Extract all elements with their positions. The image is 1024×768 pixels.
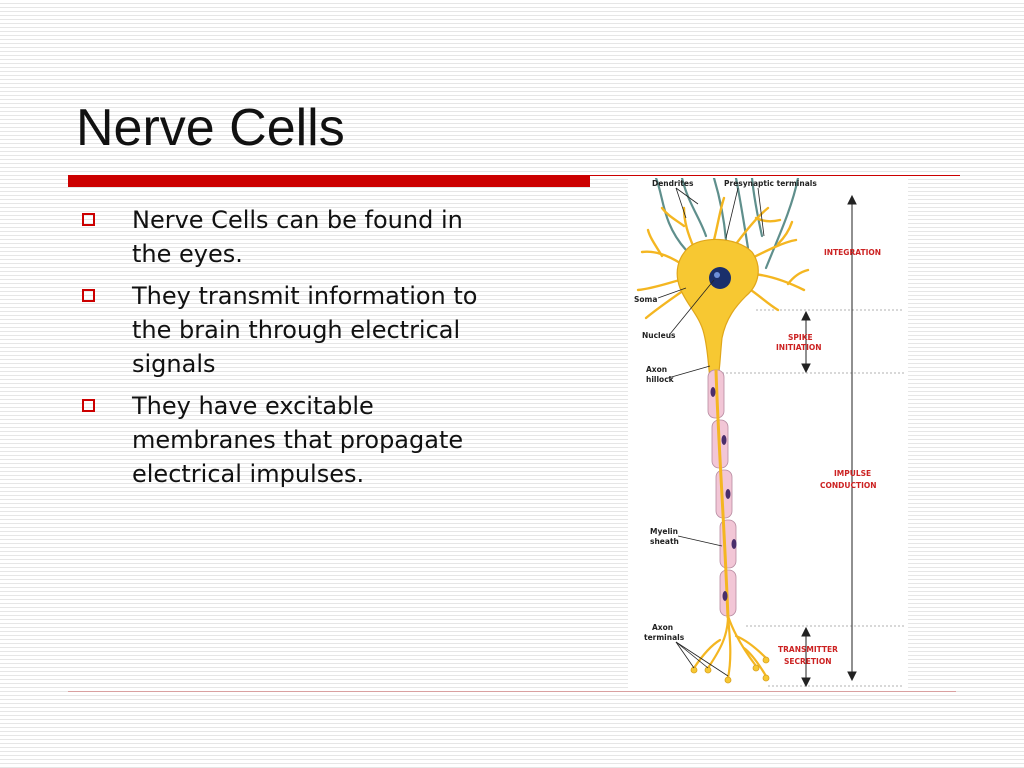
leader-lines xyxy=(657,187,765,677)
region-dividers xyxy=(718,309,904,687)
label-axon-terminals-1: Axon xyxy=(652,623,673,632)
neuron-figure: Dendrites Presynaptic terminals Soma Nuc… xyxy=(628,178,908,690)
terminal-boutons xyxy=(690,656,770,684)
label-dendrites: Dendrites xyxy=(652,179,694,188)
region-transmitter-1: TRANSMITTER xyxy=(778,645,838,654)
region-transmitter-2: SECRETION xyxy=(784,657,832,666)
footer-rule xyxy=(68,691,956,692)
schwann-nuclei xyxy=(710,387,737,601)
slide-title: Nerve Cells xyxy=(76,99,345,157)
bullet-list: Nerve Cells can be found in the eyes. Th… xyxy=(80,203,500,499)
bullet-text: They have excitable membranes that propa… xyxy=(132,392,464,488)
bullet-item: Nerve Cells can be found in the eyes. xyxy=(80,203,500,271)
region-impulse-1: IMPULSE xyxy=(834,469,871,478)
region-impulse-2: CONDUCTION xyxy=(820,481,877,490)
axon-core xyxy=(714,369,730,619)
nucleus-icon xyxy=(709,267,731,289)
square-bullet-icon xyxy=(82,399,95,412)
label-axon-terminals-2: terminals xyxy=(644,633,685,642)
neuron-diagram: Dendrites Presynaptic terminals Soma Nuc… xyxy=(634,178,904,688)
label-axon-hillock-1: Axon xyxy=(646,365,667,374)
label-presynaptic-terminals: Presynaptic terminals xyxy=(724,179,817,188)
square-bullet-icon xyxy=(82,289,95,302)
label-myelin-2: sheath xyxy=(650,537,679,546)
nucleolus-highlight xyxy=(714,272,720,278)
region-spike-2: INITIATION xyxy=(776,343,822,352)
region-spike-1: SPIKE xyxy=(788,333,813,342)
label-myelin-1: Myelin xyxy=(650,527,678,536)
label-axon-hillock-2: hillock xyxy=(646,375,675,384)
axon-terminals xyxy=(692,614,768,680)
title-underline-bar xyxy=(68,175,590,187)
bullet-text: They transmit information to the brain t… xyxy=(132,282,478,378)
label-nucleus: Nucleus xyxy=(642,331,676,340)
bullet-item: They have excitable membranes that propa… xyxy=(80,389,500,491)
square-bullet-icon xyxy=(82,213,95,226)
soma-body xyxy=(676,238,759,379)
bullet-text: Nerve Cells can be found in the eyes. xyxy=(132,206,463,268)
title-underline-thin xyxy=(590,175,960,176)
region-arrows xyxy=(801,194,857,688)
region-integration: INTEGRATION xyxy=(824,248,881,257)
label-soma: Soma xyxy=(634,295,657,304)
bullet-item: They transmit information to the brain t… xyxy=(80,279,500,381)
